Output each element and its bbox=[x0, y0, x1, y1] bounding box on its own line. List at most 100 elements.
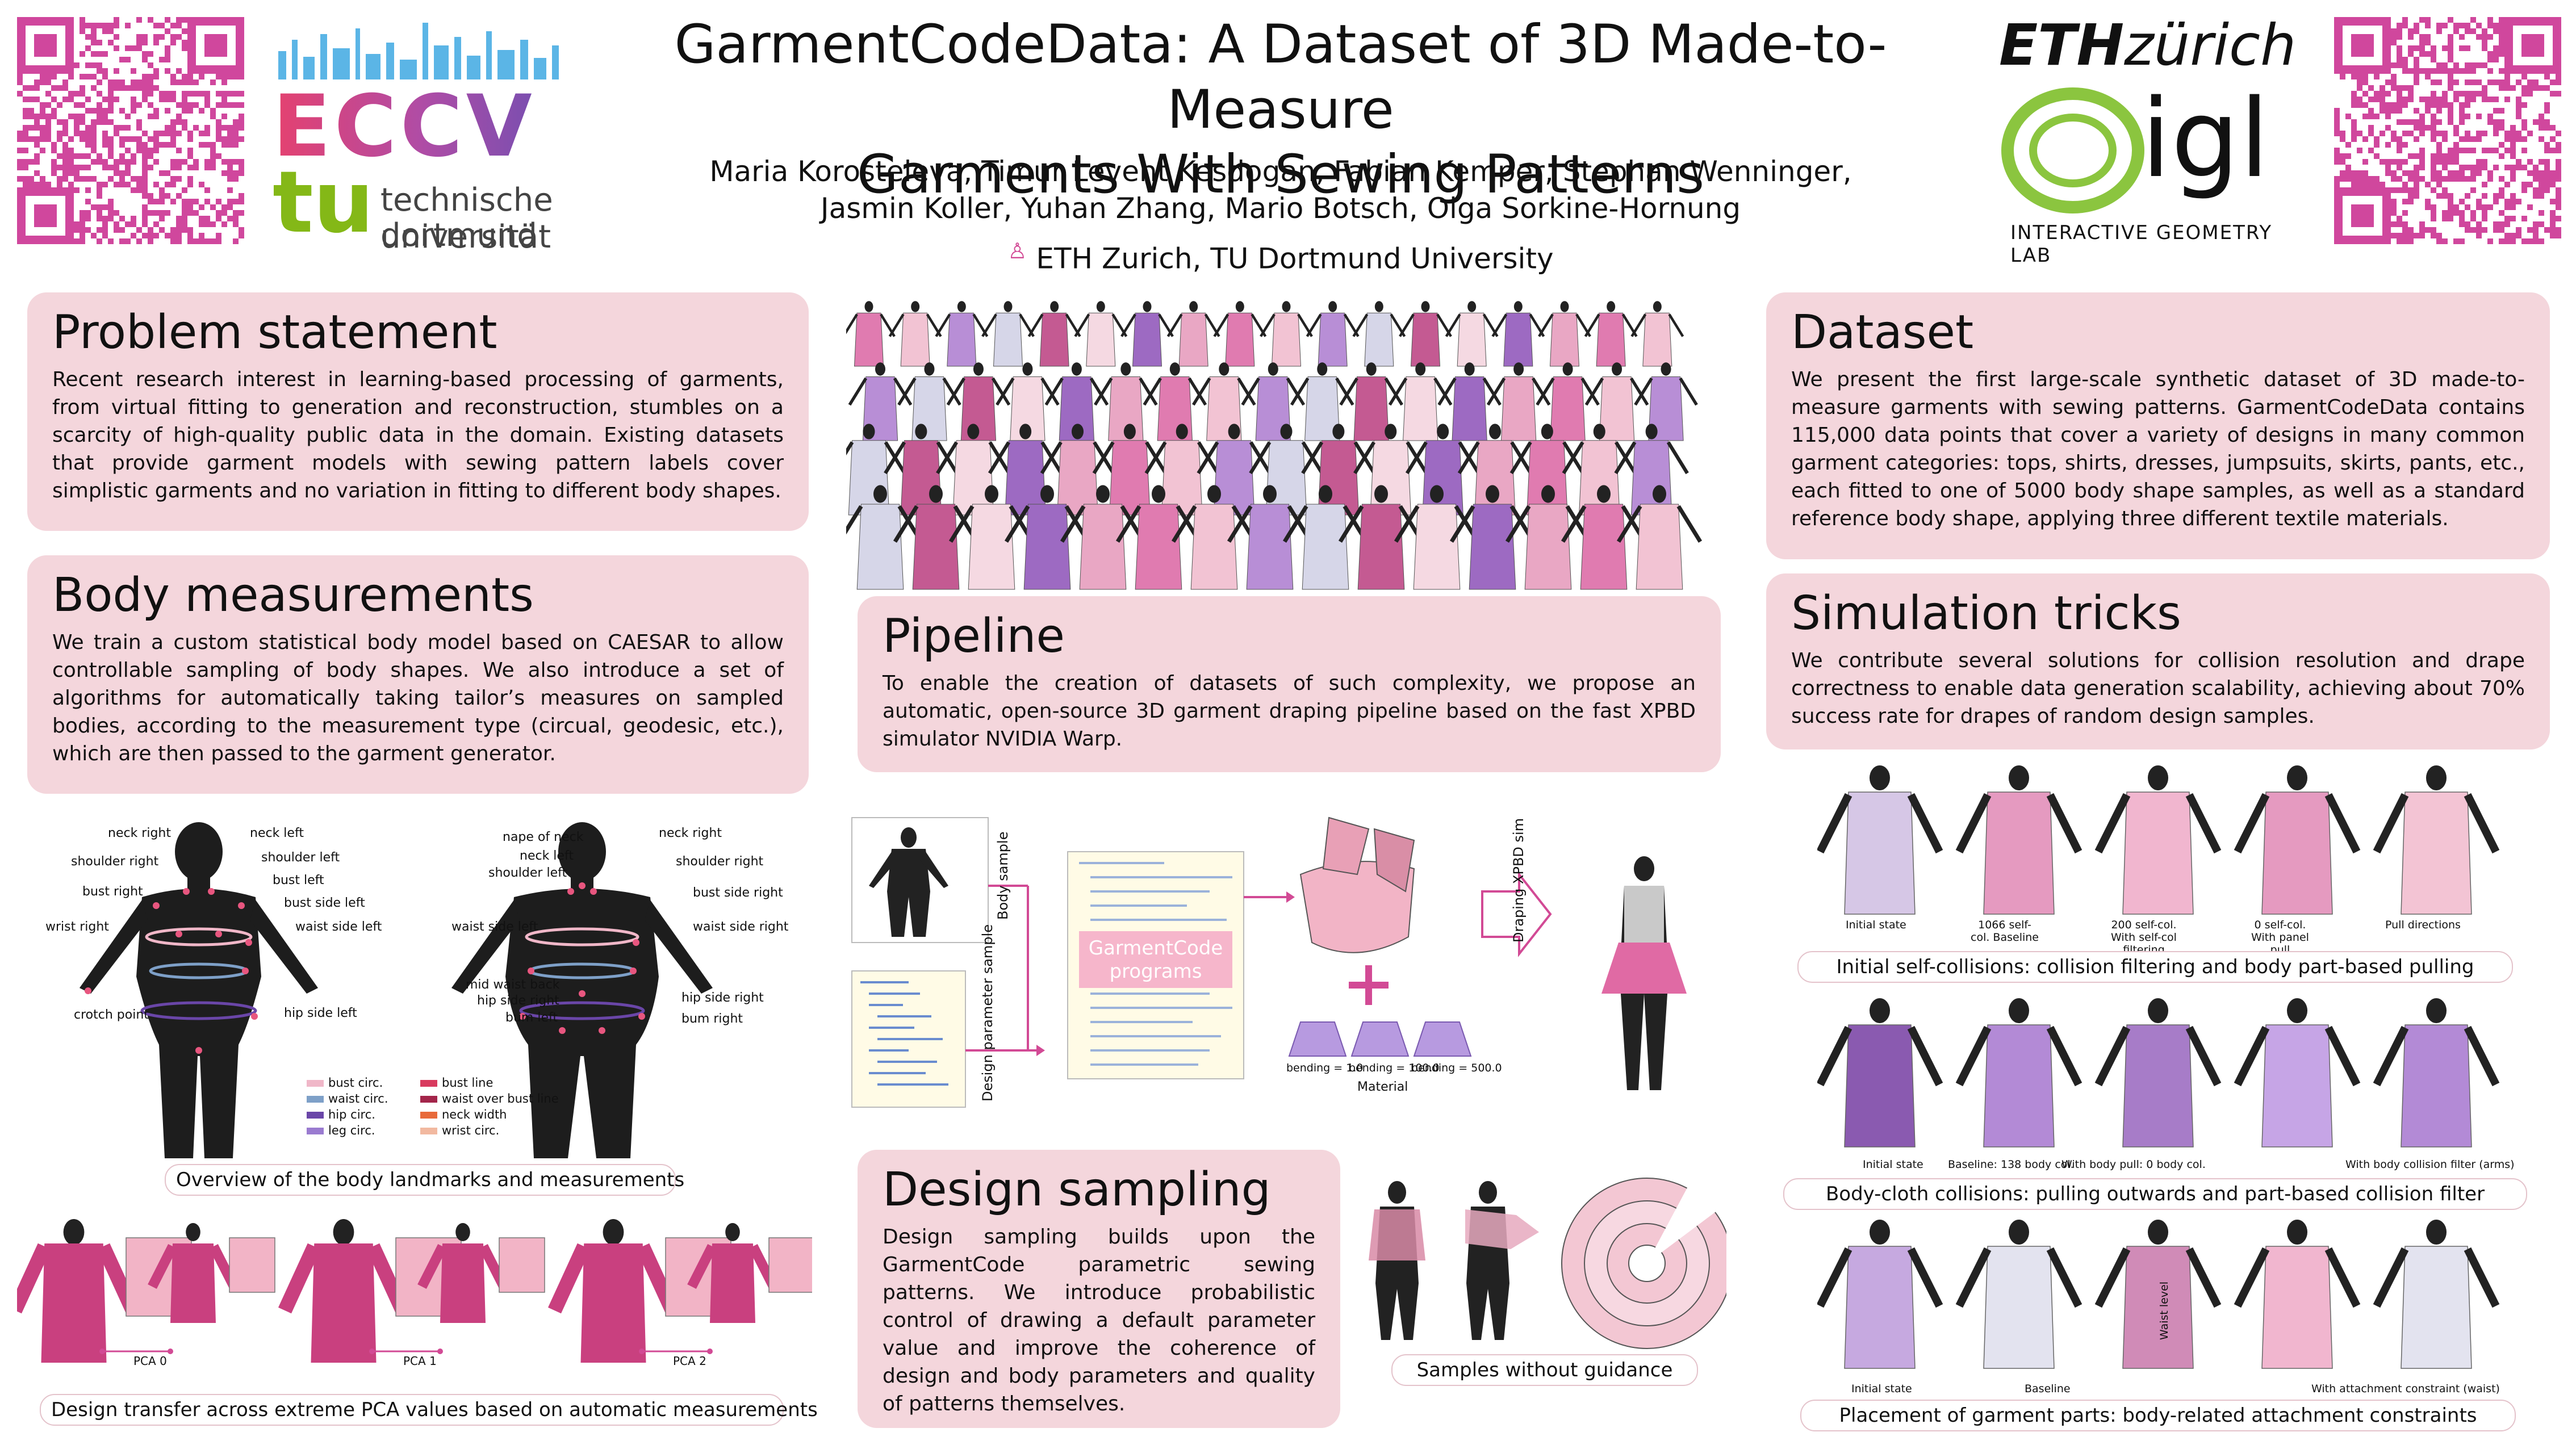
material-label: Material bbox=[1357, 1080, 1408, 1094]
authors-line-1: Maria Korosteleva, Timur Levent Kesdogan… bbox=[709, 155, 1852, 188]
poster-title: GarmentCodeData: A Dataset of 3D Made-to… bbox=[591, 12, 1971, 208]
lm-back-bum-right: bum right bbox=[681, 1012, 743, 1026]
pipeline-heading: Pipeline bbox=[883, 609, 1065, 663]
row1-label-1: 1066 self-col. Baseline bbox=[1971, 919, 2039, 944]
pipeline-figure: Body sample Design parameter sample Garm… bbox=[846, 806, 1732, 1124]
lm-back-shoulder-left: shoulder left bbox=[488, 866, 567, 880]
pca-garment-figures-icon bbox=[8, 1219, 815, 1363]
dataset-panel: Dataset We present the first large-scale… bbox=[1766, 292, 2550, 559]
row2-label-2: With body pull: 0 body col. bbox=[2061, 1158, 2206, 1171]
eth-bold: ETH bbox=[1999, 12, 2125, 78]
legend-wrist-circ: wrist circ. bbox=[442, 1124, 500, 1137]
body-text: We train a custom statistical body model… bbox=[52, 631, 784, 765]
eth-rest: zürich bbox=[2124, 12, 2297, 78]
affiliations: ♙ ETH Zurich, TU Dortmund University bbox=[897, 238, 1664, 275]
design-sampling-panel: Design sampling Design sampling builds u… bbox=[858, 1150, 1340, 1428]
tu-dortmund-logo: tu technische universität dortmund bbox=[273, 153, 704, 256]
lm-back-shoulder-right: shoulder right bbox=[676, 855, 764, 869]
problem-statement-panel: Problem statement Recent research intere… bbox=[27, 292, 809, 531]
lm-front-shoulder-left: shoulder left bbox=[261, 851, 340, 865]
title-line-1: GarmentCodeData: A Dataset of 3D Made-to… bbox=[674, 14, 1887, 141]
pca-caption: Design transfer across extreme PCA value… bbox=[40, 1394, 818, 1426]
eccv-skyline-icon bbox=[278, 23, 559, 79]
design-heading: Design sampling bbox=[883, 1163, 1271, 1217]
programs-line-2: programs bbox=[1109, 960, 1202, 983]
pca-0-label: PCA 0 bbox=[133, 1354, 167, 1368]
self-collision-garments-icon bbox=[1816, 765, 2500, 915]
body-cloth-collision-figure: Initial state Baseline: 138 body col. Wi… bbox=[1816, 988, 2527, 1175]
lm-back-nape: nape of neck bbox=[503, 830, 584, 844]
lm-front-bust-side-left: bust side left bbox=[284, 896, 365, 910]
body-cloth-collision-icon bbox=[1816, 998, 2500, 1148]
lm-back-hip-side-right-2: hip side right bbox=[681, 991, 764, 1005]
row1-label-4: Pull directions bbox=[2385, 919, 2461, 931]
garmentcode-programs-label: GarmentCode programs bbox=[1079, 937, 1232, 983]
legend-waist-circ: waist circ. bbox=[328, 1092, 388, 1105]
row2-label-1: Baseline: 138 body col. bbox=[1948, 1158, 2074, 1171]
qr-code-left[interactable] bbox=[11, 11, 250, 250]
legend-hip-circ: hip circ. bbox=[328, 1108, 375, 1121]
design-caption: Samples without guidance bbox=[1391, 1354, 1698, 1386]
eth-affiliation-icon: ♙ bbox=[1007, 238, 1027, 263]
row2-label-0: Initial state bbox=[1863, 1158, 1923, 1171]
body-measurements-panel: Body measurements We train a custom stat… bbox=[27, 555, 809, 794]
bending-500: bending = 500.0 bbox=[1411, 1062, 1502, 1074]
body-sample-label: Body sample bbox=[995, 831, 1011, 920]
row3-label-0: Initial state bbox=[1851, 1383, 1912, 1395]
eccv-wordmark: ECCV bbox=[273, 84, 568, 169]
author-list: Maria Korosteleva, Timur Levent Kesdogan… bbox=[670, 153, 1891, 227]
lm-front-hip-side-left: hip side left bbox=[284, 1006, 357, 1020]
qr-code-right[interactable] bbox=[2328, 11, 2567, 250]
lm-back-bust-side-right: bust side right bbox=[693, 886, 783, 900]
simulation-text: We contribute several solutions for coll… bbox=[1791, 649, 2525, 728]
tu-name-line2: dortmund bbox=[380, 217, 537, 254]
body-silhouettes-icon bbox=[80, 822, 713, 1158]
landmarks-caption: Overview of the body landmarks and measu… bbox=[165, 1164, 684, 1196]
legend-leg-circ: leg circ. bbox=[328, 1124, 375, 1137]
pca-1-label: PCA 1 bbox=[403, 1354, 437, 1368]
pipeline-text: To enable the creation of datasets of su… bbox=[883, 672, 1696, 751]
legend-waist-over-bust: waist over bust line bbox=[442, 1092, 559, 1105]
programs-line-1: GarmentCode bbox=[1088, 937, 1223, 960]
authors-line-2: Jasmin Koller, Yuhan Zhang, Mario Botsch… bbox=[820, 192, 1741, 225]
design-sample-label: Design parameter sample bbox=[980, 924, 996, 1102]
legend-bust-line: bust line bbox=[442, 1076, 494, 1090]
problem-text: Recent research interest in learning-bas… bbox=[52, 368, 784, 502]
measurement-legend: bust circ. waist circ. hip circ. leg cir… bbox=[307, 1076, 591, 1144]
row1-caption: Initial self-collisions: collision filte… bbox=[1797, 951, 2513, 983]
design-text: Design sampling builds upon the GarmentC… bbox=[883, 1225, 1315, 1416]
lm-front-neck-right: neck right bbox=[108, 826, 171, 840]
lm-back-waist-side-right: waist side right bbox=[693, 920, 789, 934]
row3-label-1: Baseline bbox=[2025, 1383, 2071, 1395]
igl-swirl-icon bbox=[2001, 87, 2144, 213]
bending-1: bending = 1.0 bbox=[1286, 1062, 1364, 1074]
design-samples-figure bbox=[1352, 1170, 1733, 1357]
pca-2-label: PCA 2 bbox=[673, 1354, 706, 1368]
lm-back-hip-side-right-1: hip side right bbox=[477, 994, 559, 1008]
legend-neck-width: neck width bbox=[442, 1108, 507, 1121]
row2-label-3: With body collision filter (arms) bbox=[2345, 1158, 2515, 1171]
lm-back-neck-right: neck right bbox=[659, 826, 722, 840]
simulation-tricks-panel: Simulation tricks We contribute several … bbox=[1766, 573, 2550, 749]
eccv-logo: ECCV bbox=[273, 17, 568, 169]
lm-back-waist-side-left: waist side left bbox=[451, 920, 538, 934]
body-heading: Body measurements bbox=[52, 568, 534, 622]
pipeline-panel: Pipeline To enable the creation of datas… bbox=[858, 596, 1721, 772]
lm-front-waist-side-left: waist side left bbox=[295, 920, 382, 934]
lm-front-bust-right: bust right bbox=[82, 885, 143, 899]
dataset-text: We present the first large-scale synthet… bbox=[1791, 368, 2525, 530]
body-landmarks-figure: neck right neck left shoulder right shou… bbox=[34, 806, 806, 1170]
lm-back-mid-waist: mid waist back bbox=[466, 978, 560, 992]
pca-figure: PCA 0 PCA 1 PCA 2 bbox=[8, 1209, 815, 1391]
row1-label-0: Initial state bbox=[1846, 919, 1906, 931]
lm-back-neck-left: neck left bbox=[520, 849, 574, 863]
eth-zurich-logo: ETHzürich bbox=[1999, 17, 2296, 79]
tu-mark: tu bbox=[273, 153, 374, 252]
row2-caption: Body-cloth collisions: pulling outwards … bbox=[1783, 1178, 2527, 1210]
title-line-2: Garments With Sewing Patterns bbox=[856, 144, 1705, 206]
igl-wordmark: igl bbox=[2141, 76, 2270, 202]
row3-label-3: With attachment constraint (waist) bbox=[2311, 1383, 2500, 1395]
attachment-constraint-figure: Initial state Baseline Waist level With … bbox=[1816, 1209, 2527, 1397]
lm-front-wrist-right: wrist right bbox=[45, 920, 109, 934]
dataset-heading: Dataset bbox=[1791, 305, 1974, 359]
